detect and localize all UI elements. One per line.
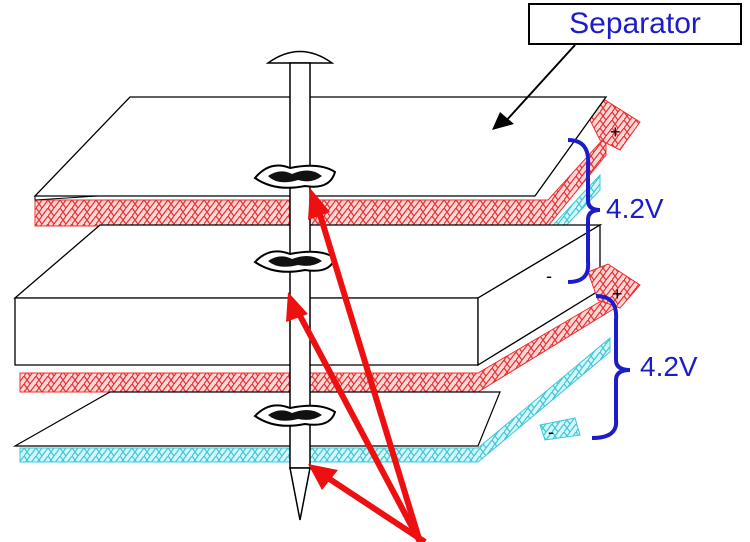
red-arrow-to-bottom-layer (308, 464, 427, 542)
short-circuit-spot-1 (253, 164, 337, 189)
voltage-bracket-top (567, 138, 601, 284)
cathode-layer-upper: + (34, 99, 641, 227)
minus-sign-lower: - (548, 422, 554, 442)
plus-sign-upper: + (610, 122, 621, 142)
red-arrow-to-middle-block (286, 292, 423, 542)
short-circuit-spot-3 (253, 404, 337, 427)
short-circuit-spot-2 (253, 250, 337, 273)
red-arrow-to-top-spot (308, 188, 423, 542)
voltage-label-bottom: 4.2V (640, 351, 698, 382)
voltage-label-top: 4.2V (606, 193, 664, 224)
voltage-bracket-bottom (591, 294, 631, 440)
plus-sign-lower: + (612, 284, 623, 304)
minus-sign-upper: - (546, 266, 552, 286)
separator-bottom (12, 391, 501, 447)
separator-top (33, 96, 608, 201)
anode-layer-lower: - - (19, 266, 611, 463)
separator-label: Separator (528, 3, 742, 45)
separator-pointer-arrow (492, 44, 576, 130)
